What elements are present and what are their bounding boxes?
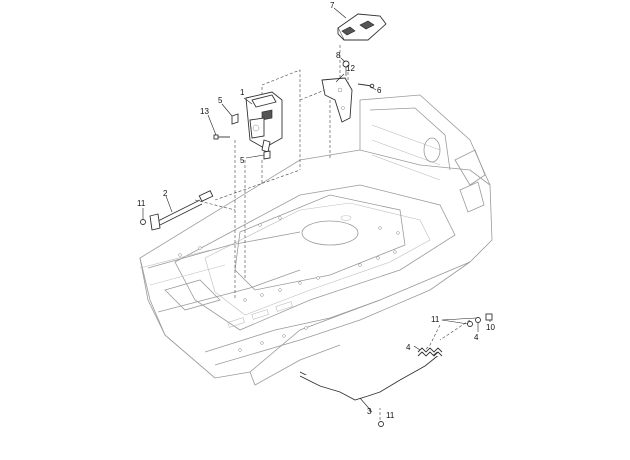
- callout-1: 1: [240, 88, 245, 97]
- pedal-pad-part: [337, 13, 387, 41]
- callout-3: 3: [367, 407, 372, 416]
- callout-4-right: 4: [474, 333, 479, 342]
- right-hardware-parts: [378, 313, 493, 427]
- washer-part-left: [140, 208, 146, 225]
- cable-part: [299, 349, 441, 401]
- rod-part: [149, 190, 214, 231]
- callout-8: 8: [336, 51, 341, 60]
- callout-5-lower: 5: [240, 156, 245, 165]
- callout-12: 12: [346, 64, 355, 73]
- control-unit-part: [245, 91, 283, 153]
- callout-2: 2: [163, 189, 168, 198]
- leader-lines: [165, 7, 491, 413]
- spring-part: [417, 347, 443, 357]
- callout-labels: 7 8 12 6 1 5 13 5 2 11 11 10 4 4 3 11: [137, 1, 495, 420]
- callout-7: 7: [330, 1, 335, 10]
- callout-11-right: 11: [431, 315, 440, 324]
- callout-13: 13: [200, 107, 209, 116]
- chassis-frame: [139, 94, 493, 386]
- assembly-guide-lines: [194, 45, 471, 420]
- callout-10: 10: [486, 323, 495, 332]
- callout-6: 6: [377, 86, 382, 95]
- callout-11-left: 11: [137, 199, 146, 208]
- callout-4-left: 4: [406, 343, 411, 352]
- bracket-part: [321, 77, 353, 123]
- bolt-part: [342, 60, 350, 76]
- screw-part: [213, 134, 230, 140]
- callout-11-bottom: 11: [386, 411, 395, 420]
- callout-5-upper: 5: [218, 96, 223, 105]
- clip-parts: [231, 113, 271, 160]
